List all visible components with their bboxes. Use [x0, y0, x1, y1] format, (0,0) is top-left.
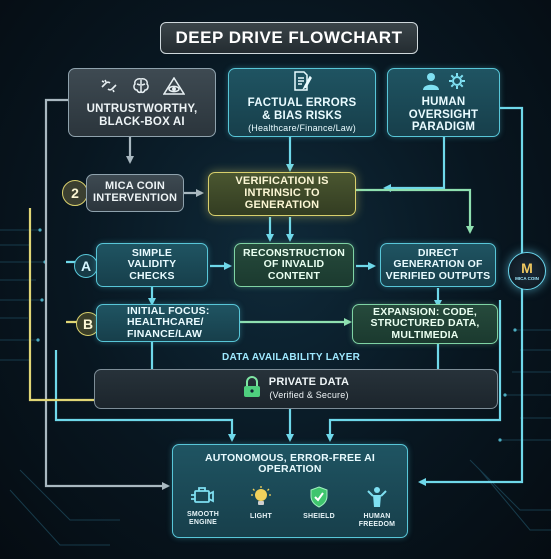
node-verification: VERIFICATION IS INTRINSIC TO GENERATION	[208, 172, 356, 216]
connector-gray	[44, 98, 204, 490]
node-initial-focus: INITIAL FOCUS: HEALTHCARE/ FINANCE/LAW	[96, 304, 240, 342]
node-untrustworthy-label: UNTRUSTWORTHY, BLACK-BOX AI	[86, 103, 198, 128]
footer-item-light: LIGHT	[233, 485, 289, 529]
node-initial-focus-label: INITIAL FOCUS: HEALTHCARE/ FINANCE/LAW	[127, 305, 210, 340]
node-untrustworthy: UNTRUSTWORTHY, BLACK-BOX AI	[68, 68, 216, 137]
node-factual-errors-label: FACTUAL ERRORS & BIAS RISKS	[247, 97, 357, 122]
lock-icon	[243, 376, 261, 402]
node-mica-coin: MICA COIN INTERVENTION	[86, 174, 184, 212]
node-autonomous-operation: AUTONOMOUS, ERROR-FREE AI OPERATION SMOO…	[172, 444, 408, 538]
footer-item-smooth-engine: SMOOTH ENGINE	[175, 486, 231, 529]
node-simple-checks-label: SIMPLE VALIDITY CHECKS	[127, 247, 177, 282]
data-availability-layer-label: DATA AVAILABILITY LAYER	[222, 352, 361, 363]
circuit-decoration	[0, 229, 551, 546]
node-private-data-sub: (Verified & Secure)	[269, 390, 349, 401]
node-direct-generation: DIRECT GENERATION OF VERIFIED OUTPUTS	[380, 243, 496, 287]
node-factual-errors-sub: (Healthcare/Finance/Law)	[248, 123, 356, 134]
page-title: DEEP DRIVE FLOWCHART	[160, 22, 418, 54]
node-expansion: EXPANSION: CODE, STRUCTURED DATA, MULTIM…	[352, 304, 498, 344]
gear-icon	[448, 72, 466, 93]
node-private-data-label: PRIVATE DATA	[268, 376, 350, 389]
mica-coin-logo: M MICA COIN	[508, 252, 546, 290]
node-autonomous-operation-label: AUTONOMOUS, ERROR-FREE AI OPERATION	[204, 452, 376, 476]
person-icon	[422, 72, 440, 93]
tag-step-2: 2	[62, 180, 88, 206]
broken-link-icon	[99, 77, 119, 98]
footer-item-shield: SHEIELD	[291, 486, 347, 529]
node-mica-coin-label: MICA COIN INTERVENTION	[93, 180, 178, 204]
shield-icon	[309, 486, 329, 511]
engine-icon	[190, 486, 216, 509]
lightbulb-icon	[251, 485, 271, 511]
node-expansion-label: EXPANSION: CODE, STRUCTURED DATA, MULTIM…	[370, 306, 480, 341]
document-pen-icon	[291, 71, 313, 94]
human-freedom-icon	[366, 486, 388, 511]
node-direct-generation-label: DIRECT GENERATION OF VERIFIED OUTPUTS	[385, 247, 491, 282]
node-human-oversight: HUMAN OVERSIGHT PARADIGM	[387, 68, 500, 137]
node-human-oversight-label: HUMAN OVERSIGHT PARADIGM	[408, 96, 479, 133]
node-verification-label: VERIFICATION IS INTRINSIC TO GENERATION	[235, 175, 329, 211]
tag-a: A	[74, 254, 98, 278]
footer-item-human-freedom: HUMAN FREEDOM	[349, 486, 405, 529]
node-simple-checks: SIMPLE VALIDITY CHECKS	[96, 243, 208, 287]
connector-green	[240, 188, 474, 326]
warning-eye-icon	[162, 76, 186, 98]
node-reconstruction: RECONSTRUCTION OF INVALID CONTENT	[234, 243, 354, 287]
node-private-data: PRIVATE DATA (Verified & Secure)	[94, 369, 498, 409]
node-factual-errors: FACTUAL ERRORS & BIAS RISKS (Healthcare/…	[228, 68, 376, 137]
node-reconstruction-label: RECONSTRUCTION OF INVALID CONTENT	[243, 247, 345, 282]
connector-teal	[54, 106, 524, 486]
brain-icon	[131, 77, 151, 98]
